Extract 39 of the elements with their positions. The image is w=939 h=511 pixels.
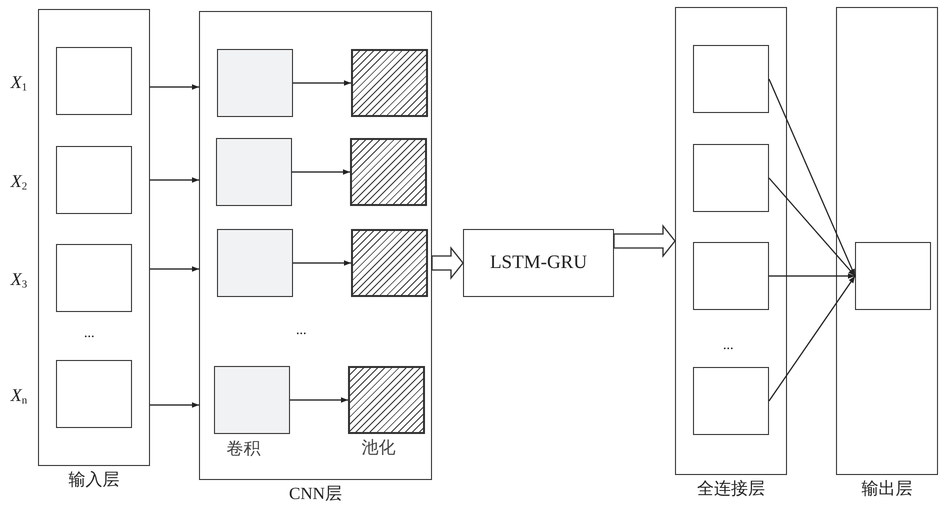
ellipsis-text: ... bbox=[84, 326, 94, 342]
process-box bbox=[463, 229, 614, 297]
layer-label: 全连接层 bbox=[696, 479, 766, 499]
arrow bbox=[150, 402, 199, 408]
arrow bbox=[769, 273, 855, 279]
layer-label: CNN层 bbox=[288, 484, 343, 504]
pooling-box bbox=[350, 48, 428, 117]
convolution-box bbox=[216, 138, 292, 206]
column-label: 池化 bbox=[362, 438, 396, 458]
layer-label: 输出层 bbox=[860, 479, 914, 499]
arrow bbox=[290, 397, 348, 403]
block-arrow bbox=[431, 246, 464, 280]
arrow bbox=[768, 178, 856, 276]
pooling-box bbox=[350, 138, 427, 206]
input-variable-label: X$_{3}$ bbox=[10, 268, 28, 289]
layer-label: 输入层 bbox=[68, 470, 120, 490]
input-variable-label: X$_{2}$ bbox=[10, 170, 28, 191]
arrow bbox=[293, 80, 351, 86]
convolution-box bbox=[216, 48, 293, 117]
ellipsis-text: ... bbox=[723, 338, 734, 354]
column-label: 卷积 bbox=[226, 438, 261, 459]
block-arrow bbox=[613, 224, 676, 258]
unit-box bbox=[854, 242, 931, 310]
arrow bbox=[150, 177, 199, 183]
unit-box bbox=[692, 366, 769, 435]
arrow bbox=[293, 260, 351, 266]
unit-box bbox=[692, 44, 769, 113]
arrow bbox=[150, 266, 199, 272]
input-variable-label: X$_{n}$ bbox=[10, 384, 28, 405]
unit-box bbox=[692, 144, 769, 212]
convolution-box bbox=[216, 228, 293, 297]
unit-box bbox=[692, 242, 769, 310]
input-variable-label: X$_{1}$ bbox=[10, 72, 28, 92]
box-label: LSTM-GRU bbox=[488, 252, 588, 274]
ellipsis-text: ... bbox=[296, 323, 306, 339]
pooling-box bbox=[350, 228, 428, 297]
arrow bbox=[768, 276, 856, 402]
arrow bbox=[292, 169, 350, 175]
arrow bbox=[150, 84, 199, 90]
